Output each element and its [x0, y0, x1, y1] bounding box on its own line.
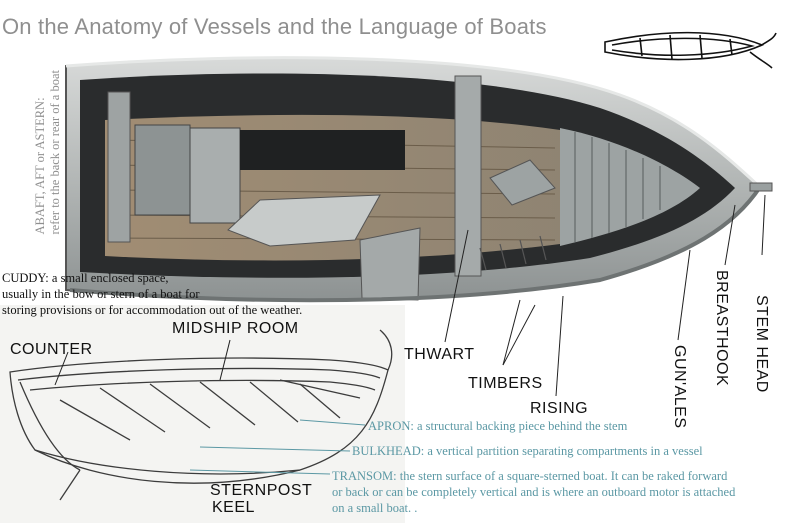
label-rising: RISING [530, 400, 589, 417]
bow-planking [560, 128, 700, 246]
cuddy-definition: CUDDY: a small enclosed space, usually i… [2, 270, 302, 318]
label-sternpost: STERNPOST [210, 482, 313, 499]
cuddy-line-3: storing provisions or for accommodation … [2, 303, 303, 317]
aft-side-note: ABAFT, AFT or ASTERN: refer to the back … [33, 70, 63, 235]
label-keel: KEEL [212, 499, 255, 516]
bulkhead-definition: BULKHEAD: a vertical partition separatin… [352, 444, 703, 458]
sketch-background [0, 305, 405, 523]
label-breasthook: BREASTHOOK [713, 270, 730, 387]
aft-definition: refer to the back or rear of a boat [48, 70, 62, 235]
stem-head [749, 182, 773, 192]
transom-line-1: TRANSOM: the stern surface of a square-s… [332, 469, 728, 483]
label-stem-head: STEM HEAD [753, 295, 770, 393]
label-counter: COUNTER [10, 341, 93, 358]
page-title: On the Anatomy of Vessels and the Langua… [2, 14, 547, 39]
midship-seat [227, 194, 381, 247]
label-midship-room: MIDSHIP ROOM [172, 320, 299, 337]
thwart-board [454, 75, 482, 277]
transom-line-3: on a small boat. . [332, 501, 418, 515]
apron-definition: APRON: a structural backing piece behind… [368, 419, 628, 433]
label-thwart: THWART [404, 346, 475, 363]
label-gunwales: GUN'ALES [671, 345, 688, 429]
cuddy-line-2: usually in the bow or stern of a boat fo… [2, 287, 200, 301]
cuddy-line-1: CUDDY: a small enclosed space, [2, 271, 169, 285]
transom-board [107, 91, 131, 243]
transom-line-2: or back or can be completely vertical an… [332, 485, 736, 499]
transom-definition: TRANSOM: the stern surface of a square-s… [332, 468, 735, 516]
aft-term: ABAFT, AFT or ASTERN: [33, 97, 47, 235]
label-timbers: TIMBERS [468, 375, 543, 392]
